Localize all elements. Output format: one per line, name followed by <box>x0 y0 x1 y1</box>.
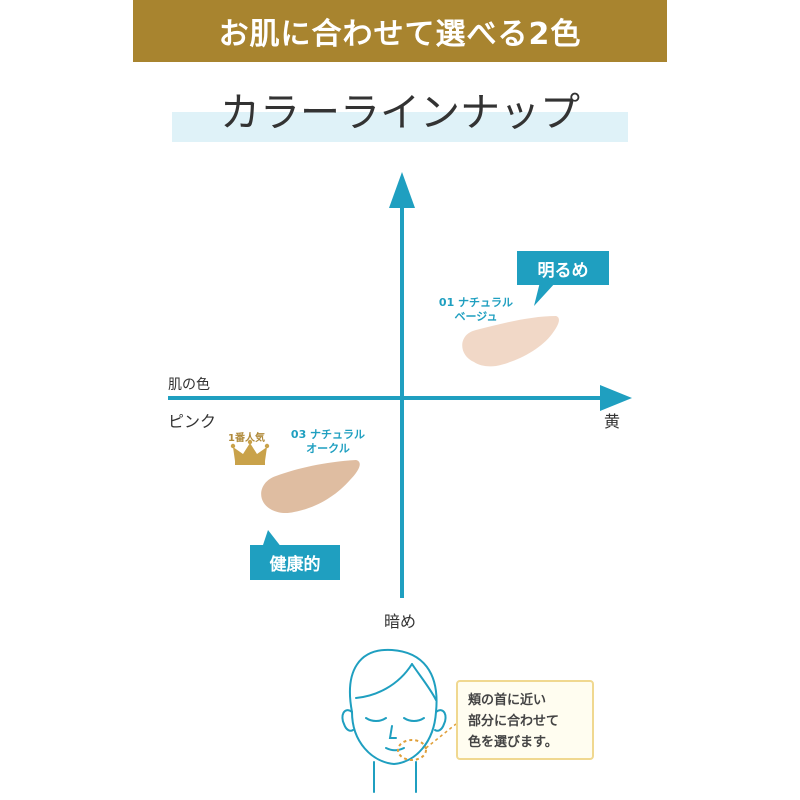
swatch-03-natural-ochre <box>261 460 360 514</box>
shade-03-line1: 03 ナチュラル <box>290 428 366 441</box>
note-line-1: 頬の首に近い <box>468 693 547 708</box>
page-title: カラーラインナップ <box>220 90 580 136</box>
banner-text: お肌に合わせて選べる2色 <box>218 17 582 52</box>
cheek-highlight-circle <box>397 739 427 761</box>
shade-01-label: 01 ナチュラル ベージュ <box>426 296 526 324</box>
axis-label-dark: 暗め <box>384 612 417 631</box>
shade-03-label: 03 ナチュラル オークル <box>278 428 378 456</box>
axis-label-pink: ピンク <box>168 412 217 431</box>
healthy-tag-pointer <box>262 530 282 548</box>
note-line-3: 色を選びます。 <box>468 735 558 750</box>
tag-healthy: 健康的 <box>250 545 340 580</box>
vertical-axis-arrow <box>389 172 415 208</box>
note-callout: 頬の首に近い 部分に合わせて 色を選びます。 <box>456 680 594 760</box>
shade-01-line1: 01 ナチュラル <box>438 296 514 309</box>
axis-label-skin-color: 肌の色 <box>168 377 210 393</box>
crown-icon <box>230 439 270 465</box>
shade-01-line2: ベージュ <box>454 310 498 323</box>
horizontal-axis-arrow <box>600 385 632 411</box>
note-line-2: 部分に合わせて <box>468 714 560 729</box>
title-underline-band <box>172 112 628 142</box>
tag-bright: 明るめ <box>517 251 609 285</box>
axis-label-yellow: 黄 <box>604 412 621 431</box>
popular-label: 1番人気 <box>228 433 265 444</box>
face-illustration-icon <box>341 648 447 793</box>
header-banner: お肌に合わせて選べる2色 <box>133 0 667 62</box>
shade-03-line2: オークル <box>306 442 350 455</box>
bright-tag-pointer <box>534 282 556 306</box>
swatch-01-natural-beige <box>462 316 559 367</box>
callout-dashed-line <box>425 723 457 749</box>
